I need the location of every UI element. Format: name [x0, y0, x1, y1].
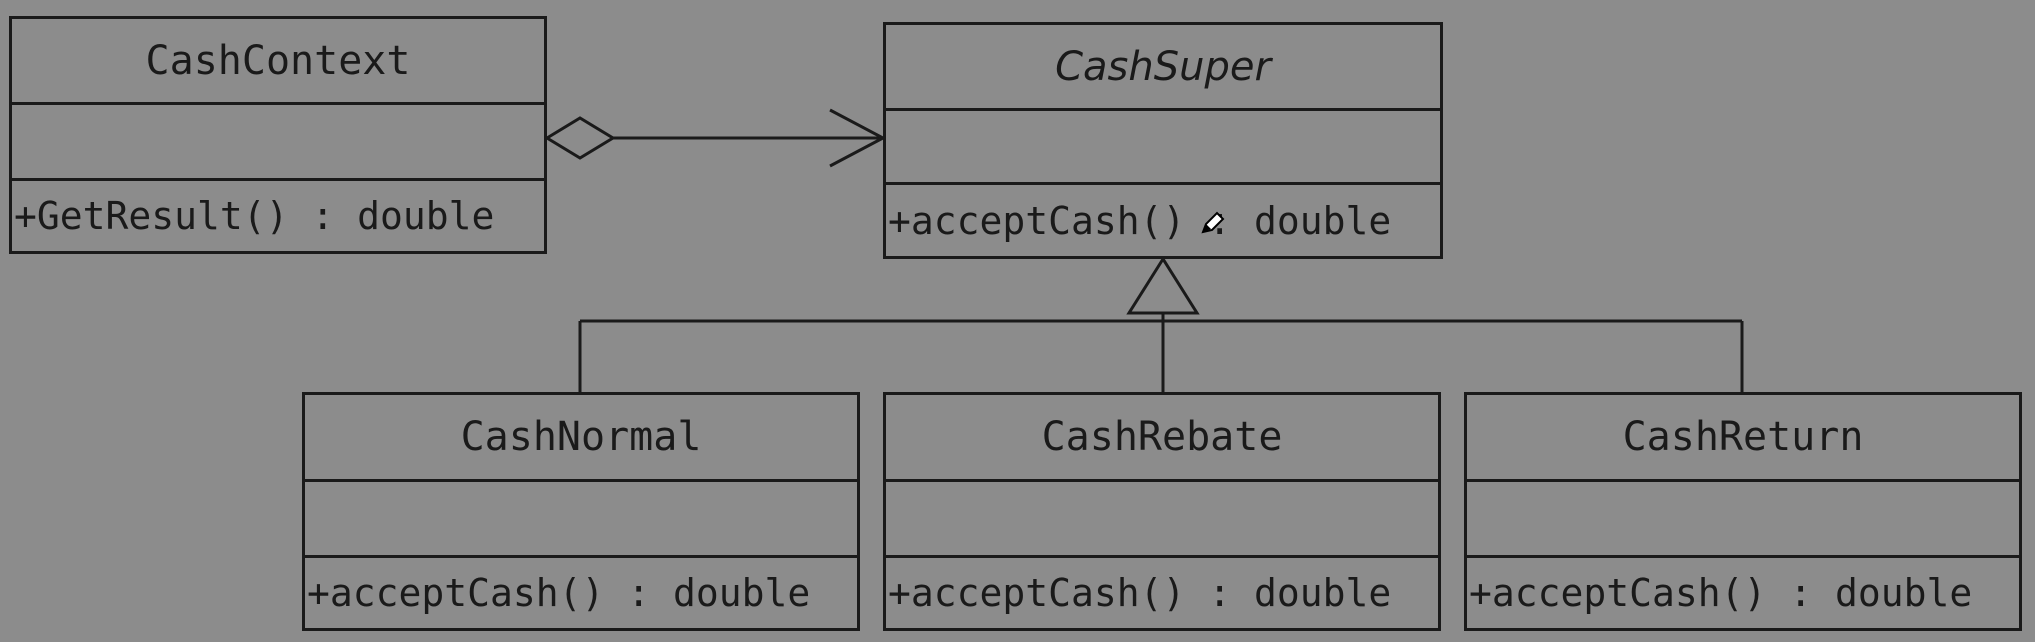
aggregation-connector — [544, 108, 887, 168]
generalization-triangle — [1126, 256, 1200, 315]
class-cash-context[interactable]: CashContext +GetResult() : double — [9, 16, 547, 254]
operation-accept-cash: +acceptCash() : double — [888, 198, 1392, 243]
operation-accept-cash: +acceptCash() : double — [307, 571, 811, 615]
attributes-compartment — [305, 482, 857, 558]
class-name: CashReturn — [1467, 395, 2019, 482]
operation-accept-cash: +acceptCash() : double — [888, 571, 1392, 615]
attributes-compartment — [886, 482, 1438, 558]
class-name: CashRebate — [886, 395, 1438, 482]
generalization-connector — [578, 256, 1744, 392]
class-name: CashNormal — [305, 395, 857, 482]
class-cash-rebate[interactable]: CashRebate +acceptCash() : double — [883, 392, 1441, 631]
operation-accept-cash: +acceptCash() : double — [1469, 571, 1973, 615]
class-name: CashContext — [12, 19, 544, 105]
class-cash-super[interactable]: CashSuper +acceptCash() : double — [883, 22, 1443, 259]
attributes-compartment — [1467, 482, 2019, 558]
operation-get-result: +GetResult() : double — [14, 194, 495, 238]
class-name: CashSuper — [886, 25, 1440, 111]
class-cash-return[interactable]: CashReturn +acceptCash() : double — [1464, 392, 2022, 631]
aggregation-diamond — [544, 116, 616, 160]
class-cash-normal[interactable]: CashNormal +acceptCash() : double — [302, 392, 860, 631]
pen-cursor-icon — [1201, 211, 1225, 234]
attributes-compartment — [12, 105, 544, 181]
attributes-compartment — [886, 111, 1440, 185]
